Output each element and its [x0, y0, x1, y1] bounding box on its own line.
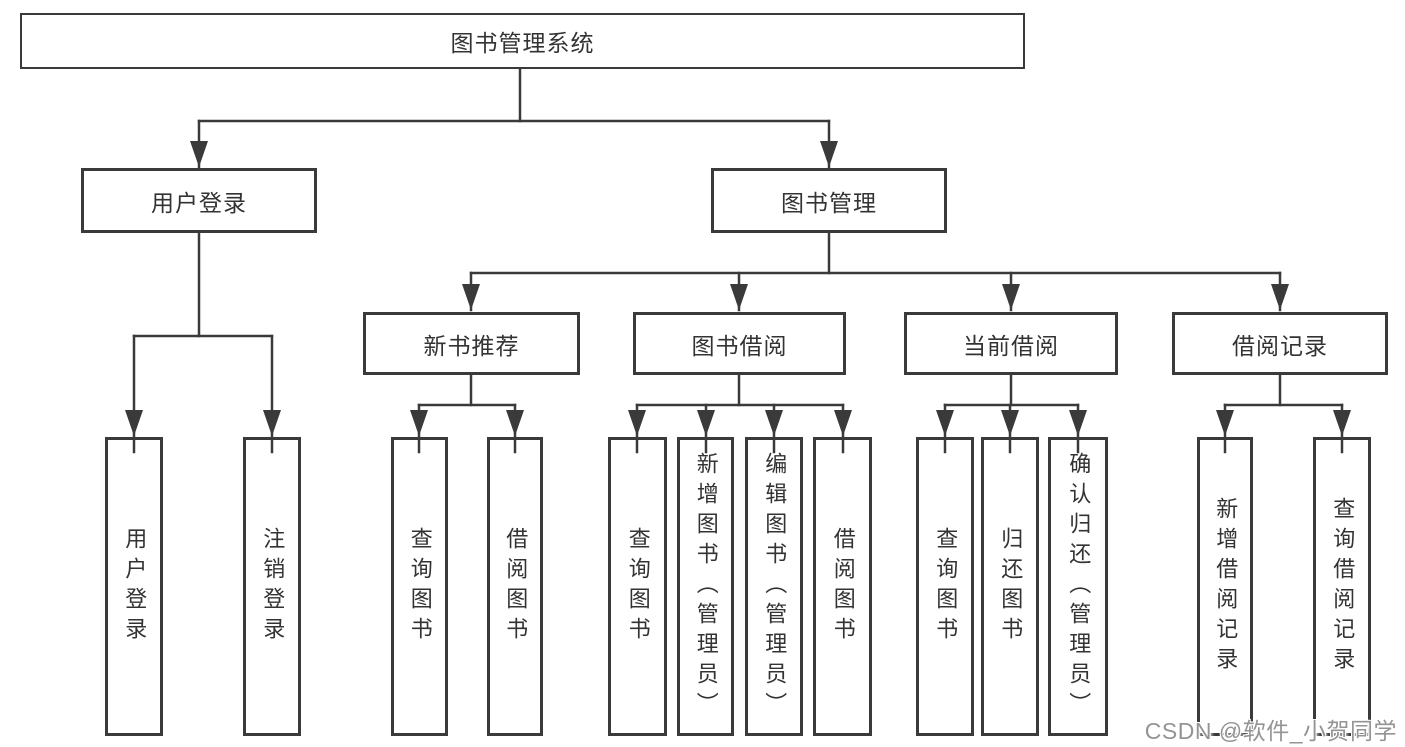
watermark: CSDN @软件_小贺同学 [1144, 718, 1397, 744]
leaf-return-books: 归还图书 [981, 437, 1039, 736]
leaf-query-books-borrowing: 查询图书 [608, 437, 667, 736]
connector-current-borrow-to-leaves [936, 373, 1087, 454]
leaf-edit-books-admin: 编辑图书（管理员） [745, 437, 803, 736]
node-user-login: 用户登录 [81, 168, 317, 233]
node-current-borrowing: 当前借阅 [904, 312, 1118, 375]
leaf-query-books-current: 查询图书 [916, 437, 974, 736]
node-label: 图书借阅 [691, 332, 788, 359]
leaf-query-borrow-record: 查询借阅记录 [1313, 437, 1371, 736]
node-label: 借阅图书 [830, 526, 856, 647]
connector-root-to-level2 [190, 67, 838, 169]
node-new-book-recommend: 新书推荐 [363, 312, 580, 375]
connector-book-management-to-level3 [462, 231, 1289, 312]
node-label: 查询图书 [625, 526, 651, 647]
connector-new-book-to-leaves [410, 373, 524, 454]
node-label: 当前借阅 [963, 332, 1059, 359]
node-label: 新增图书（管理员） [693, 451, 719, 722]
node-library-system: 图书管理系统 [20, 13, 1025, 69]
leaf-logout: 注销登录 [243, 437, 301, 736]
node-borrowing-records: 借阅记录 [1172, 312, 1388, 375]
node-label: 图书管理 [781, 189, 877, 216]
node-label: 新增借阅记录 [1213, 496, 1239, 677]
connector-user-login-to-leaves [125, 231, 281, 454]
node-label: 图书管理系统 [450, 30, 595, 56]
node-label: 新书推荐 [423, 332, 520, 359]
leaf-add-books-admin: 新增图书（管理员） [677, 437, 734, 736]
node-label: 借阅记录 [1232, 332, 1328, 359]
node-label: 用户登录 [151, 189, 247, 216]
node-label: 归还图书 [998, 526, 1024, 647]
leaf-borrow-books-recommend: 借阅图书 [487, 437, 543, 736]
node-label: 借阅图书 [503, 526, 529, 647]
node-book-borrowing: 图书借阅 [633, 312, 846, 375]
node-label: 确认归还（管理员） [1066, 451, 1092, 722]
leaf-add-borrow-record: 新增借阅记录 [1197, 437, 1253, 736]
leaf-query-books-recommend: 查询图书 [391, 437, 448, 736]
leaf-borrow-books: 借阅图书 [813, 437, 872, 736]
connector-book-borrowing-to-leaves [628, 373, 852, 454]
node-label: 编辑图书（管理员） [762, 451, 788, 722]
leaf-user-login: 用户登录 [105, 437, 163, 736]
node-book-management: 图书管理 [711, 168, 947, 233]
node-label: 注销登录 [260, 526, 286, 647]
node-label: 查询图书 [407, 526, 433, 647]
node-label: 查询借阅记录 [1330, 496, 1356, 677]
node-label: 用户登录 [122, 526, 148, 647]
connector-records-to-leaves [1216, 373, 1351, 454]
node-label: 查询图书 [933, 526, 959, 647]
leaf-confirm-return-admin: 确认归还（管理员） [1048, 437, 1108, 736]
